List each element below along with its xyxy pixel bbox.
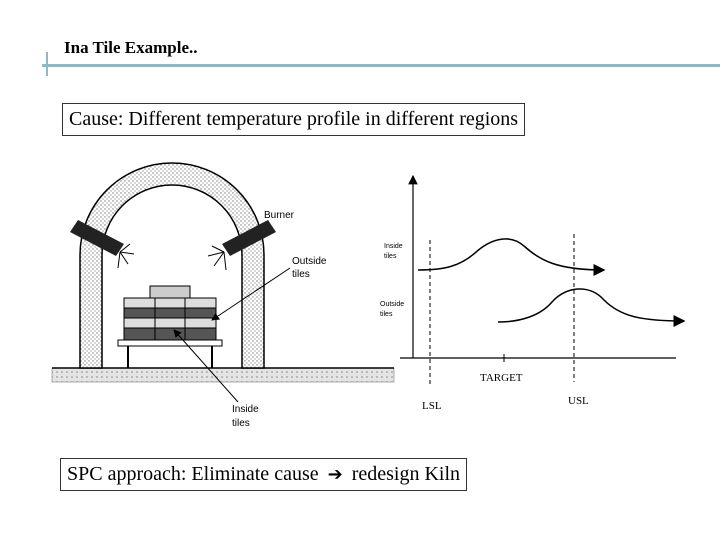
burner-left [70, 220, 135, 269]
plot-outside-label-1: Outside [380, 301, 404, 308]
plot-outside-label-2: tiles [380, 311, 393, 318]
target-label: TARGET [480, 372, 523, 384]
plot-inside-label-2: tiles [384, 253, 397, 260]
title-tick [46, 52, 48, 76]
outside-tiles-curve [497, 288, 686, 327]
outside-tiles-pointer [211, 267, 291, 321]
spc-text-before: SPC approach: Eliminate cause [67, 463, 319, 485]
distribution-plot: Inside tiles Outside tiles TARGET LSL US… [380, 174, 686, 412]
inside-tiles-pointer [173, 329, 239, 403]
kiln-outside-label-2: tiles [292, 269, 310, 280]
right-arrow-icon: ➔ [327, 464, 343, 485]
burner-right [207, 220, 276, 271]
kiln-inside-label-2: tiles [232, 418, 250, 429]
plot-inside-label-1: Inside [384, 243, 403, 250]
inside-tiles-curve [417, 238, 606, 276]
lsl-label: LSL [422, 400, 442, 412]
spc-box: SPC approach: Eliminate cause ➔ redesign… [60, 458, 468, 491]
cause-box: Cause: Different temperature profile in … [62, 103, 526, 136]
tile-table [117, 339, 223, 347]
kiln-outside-label-1: Outside [292, 256, 327, 267]
tile-stack [123, 285, 217, 341]
slide-title: Ina Tile Example.. [64, 38, 198, 57]
kiln-inside-label-1: Inside [232, 404, 259, 415]
title-underline [42, 64, 720, 67]
kiln-arch [79, 162, 265, 369]
kiln-ground [51, 367, 395, 383]
spc-text-after: redesign Kiln [351, 463, 461, 485]
burner-label: Burner [264, 210, 295, 221]
usl-label: USL [568, 395, 589, 407]
kiln-diagram: Burner Outside tiles Inside tiles [51, 162, 395, 429]
